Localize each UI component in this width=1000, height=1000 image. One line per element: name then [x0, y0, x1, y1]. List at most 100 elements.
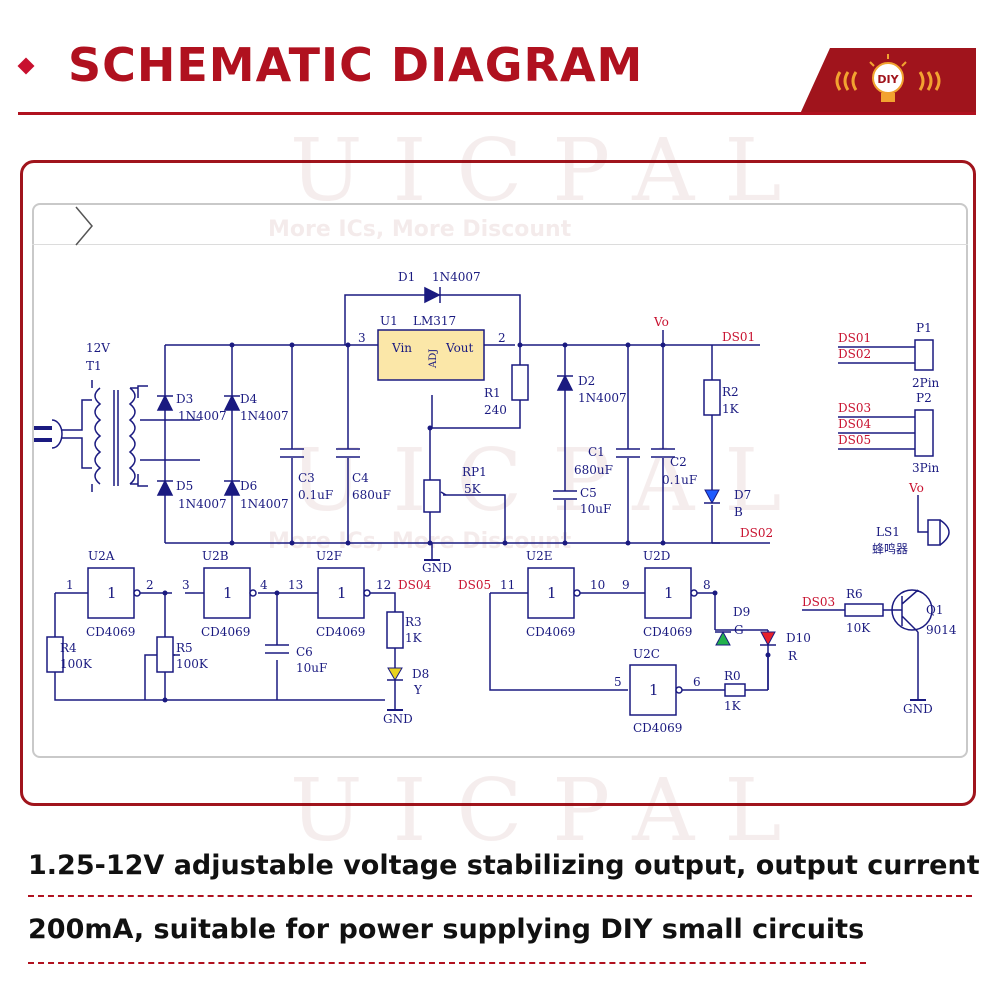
- svg-text:1K: 1K: [405, 631, 423, 645]
- svg-text:GND: GND: [903, 702, 933, 716]
- svg-text:1K: 1K: [722, 402, 740, 416]
- lightbulb-icon: [869, 54, 907, 102]
- svg-text:LS1: LS1: [876, 525, 900, 539]
- svg-text:G: G: [734, 623, 744, 637]
- svg-text:12V: 12V: [86, 341, 110, 355]
- svg-text:T1: T1: [86, 359, 102, 373]
- svg-text:D8: D8: [412, 667, 429, 681]
- svg-text:D1: D1: [398, 270, 415, 284]
- svg-text:10: 10: [590, 578, 605, 592]
- svg-text:680uF: 680uF: [574, 463, 613, 477]
- svg-text:3: 3: [182, 578, 190, 592]
- svg-text:Vo: Vo: [653, 315, 669, 329]
- svg-text:CD4069: CD4069: [526, 625, 575, 639]
- svg-text:1N4007: 1N4007: [240, 409, 289, 423]
- junctions: [162, 342, 771, 703]
- header-rule: [18, 112, 976, 115]
- svg-text:D7: D7: [734, 488, 751, 502]
- svg-text:1: 1: [649, 681, 659, 699]
- svg-text:Vo: Vo: [908, 481, 924, 495]
- svg-text:R2: R2: [722, 385, 739, 399]
- svg-text:D5: D5: [176, 479, 193, 493]
- svg-text:LM317: LM317: [413, 314, 456, 328]
- chevron-right-icon: [75, 206, 93, 246]
- svg-text:6: 6: [693, 675, 701, 689]
- svg-text:DS02: DS02: [838, 347, 871, 361]
- svg-text:More ICs, More Discount: More ICs, More Discount: [268, 217, 572, 242]
- svg-text:Vout: Vout: [445, 341, 474, 355]
- svg-text:680uF: 680uF: [352, 488, 391, 502]
- svg-text:0.1uF: 0.1uF: [662, 473, 697, 487]
- svg-text:CD4069: CD4069: [201, 625, 250, 639]
- svg-text:2: 2: [146, 578, 154, 592]
- svg-text:DS02: DS02: [740, 526, 773, 540]
- svg-text:1: 1: [337, 584, 347, 602]
- svg-text:R5: R5: [176, 641, 193, 655]
- svg-text:100K: 100K: [176, 657, 209, 671]
- svg-text:2Pin: 2Pin: [912, 376, 940, 390]
- svg-text:R0: R0: [724, 669, 741, 683]
- header: SCHEMATIC DIAGRAM DIY: [0, 0, 1000, 120]
- svg-text:ADJ: ADJ: [428, 349, 439, 369]
- diy-badge-text: DIY: [877, 73, 899, 86]
- svg-text:Vin: Vin: [391, 341, 412, 355]
- svg-text:CD4069: CD4069: [86, 625, 135, 639]
- svg-text:1K: 1K: [724, 699, 742, 713]
- svg-text:12: 12: [376, 578, 391, 592]
- svg-text:11: 11: [500, 578, 515, 592]
- watermark-tagline: More ICs, More Discount More ICs, More D…: [268, 217, 572, 554]
- svg-text:More ICs, More Discount: More ICs, More Discount: [268, 529, 572, 554]
- svg-text:C3: C3: [298, 471, 315, 485]
- svg-text:DS03: DS03: [802, 595, 835, 609]
- svg-text:1N4007: 1N4007: [240, 497, 289, 511]
- svg-text:10uF: 10uF: [580, 502, 611, 516]
- svg-text:P1: P1: [916, 321, 932, 335]
- description-line-2: 200mA, suitable for power supplying DIY …: [28, 914, 865, 945]
- svg-text:1: 1: [223, 584, 233, 602]
- svg-text:4: 4: [260, 578, 268, 592]
- components: [46, 286, 950, 716]
- svg-text:3Pin: 3Pin: [912, 461, 940, 475]
- svg-text:2: 2: [498, 331, 506, 345]
- svg-text:5K: 5K: [464, 482, 482, 496]
- svg-text:5: 5: [614, 675, 622, 689]
- dashed-divider: [28, 962, 866, 964]
- led-d10-icon: [760, 631, 776, 647]
- svg-text:B: B: [734, 505, 743, 519]
- watermark: UICPAL UICPAL UICPAL: [290, 121, 811, 861]
- svg-text:8: 8: [703, 578, 711, 592]
- page-title: SCHEMATIC DIAGRAM: [68, 38, 644, 92]
- svg-text:1N4007: 1N4007: [432, 270, 481, 284]
- svg-text:DS04: DS04: [398, 578, 431, 592]
- wires: [34, 294, 928, 710]
- svg-text:1: 1: [107, 584, 117, 602]
- svg-text:RP1: RP1: [462, 465, 487, 479]
- description-line-1: 1.25-12V adjustable voltage stabilizing …: [28, 850, 980, 881]
- svg-text:R6: R6: [846, 587, 863, 601]
- led-d8-icon: [387, 667, 403, 681]
- svg-text:U2F: U2F: [316, 549, 342, 563]
- svg-text:CD4069: CD4069: [633, 721, 682, 735]
- svg-text:U1: U1: [380, 314, 398, 328]
- schematic-panel-bar: [32, 203, 968, 245]
- svg-text:U2D: U2D: [643, 549, 670, 563]
- svg-text:1N4007: 1N4007: [178, 497, 227, 511]
- svg-text:DS05: DS05: [838, 433, 871, 447]
- svg-text:CD4069: CD4069: [643, 625, 692, 639]
- svg-text:P2: P2: [916, 391, 932, 405]
- svg-text:UICPAL: UICPAL: [290, 761, 811, 861]
- diy-banner: DIY: [800, 48, 976, 114]
- svg-text:D3: D3: [176, 392, 193, 406]
- svg-text:9014: 9014: [926, 623, 957, 637]
- svg-text:1: 1: [664, 584, 674, 602]
- svg-text:R4: R4: [60, 641, 77, 655]
- svg-text:R: R: [788, 649, 798, 663]
- svg-text:9: 9: [622, 578, 630, 592]
- svg-text:1N4007: 1N4007: [578, 391, 627, 405]
- svg-text:UICPAL: UICPAL: [290, 431, 811, 531]
- svg-text:C1: C1: [588, 445, 605, 459]
- led-d9-icon: [715, 630, 731, 646]
- svg-text:U2C: U2C: [633, 647, 660, 661]
- svg-text:13: 13: [288, 578, 303, 592]
- svg-text:U2E: U2E: [526, 549, 553, 563]
